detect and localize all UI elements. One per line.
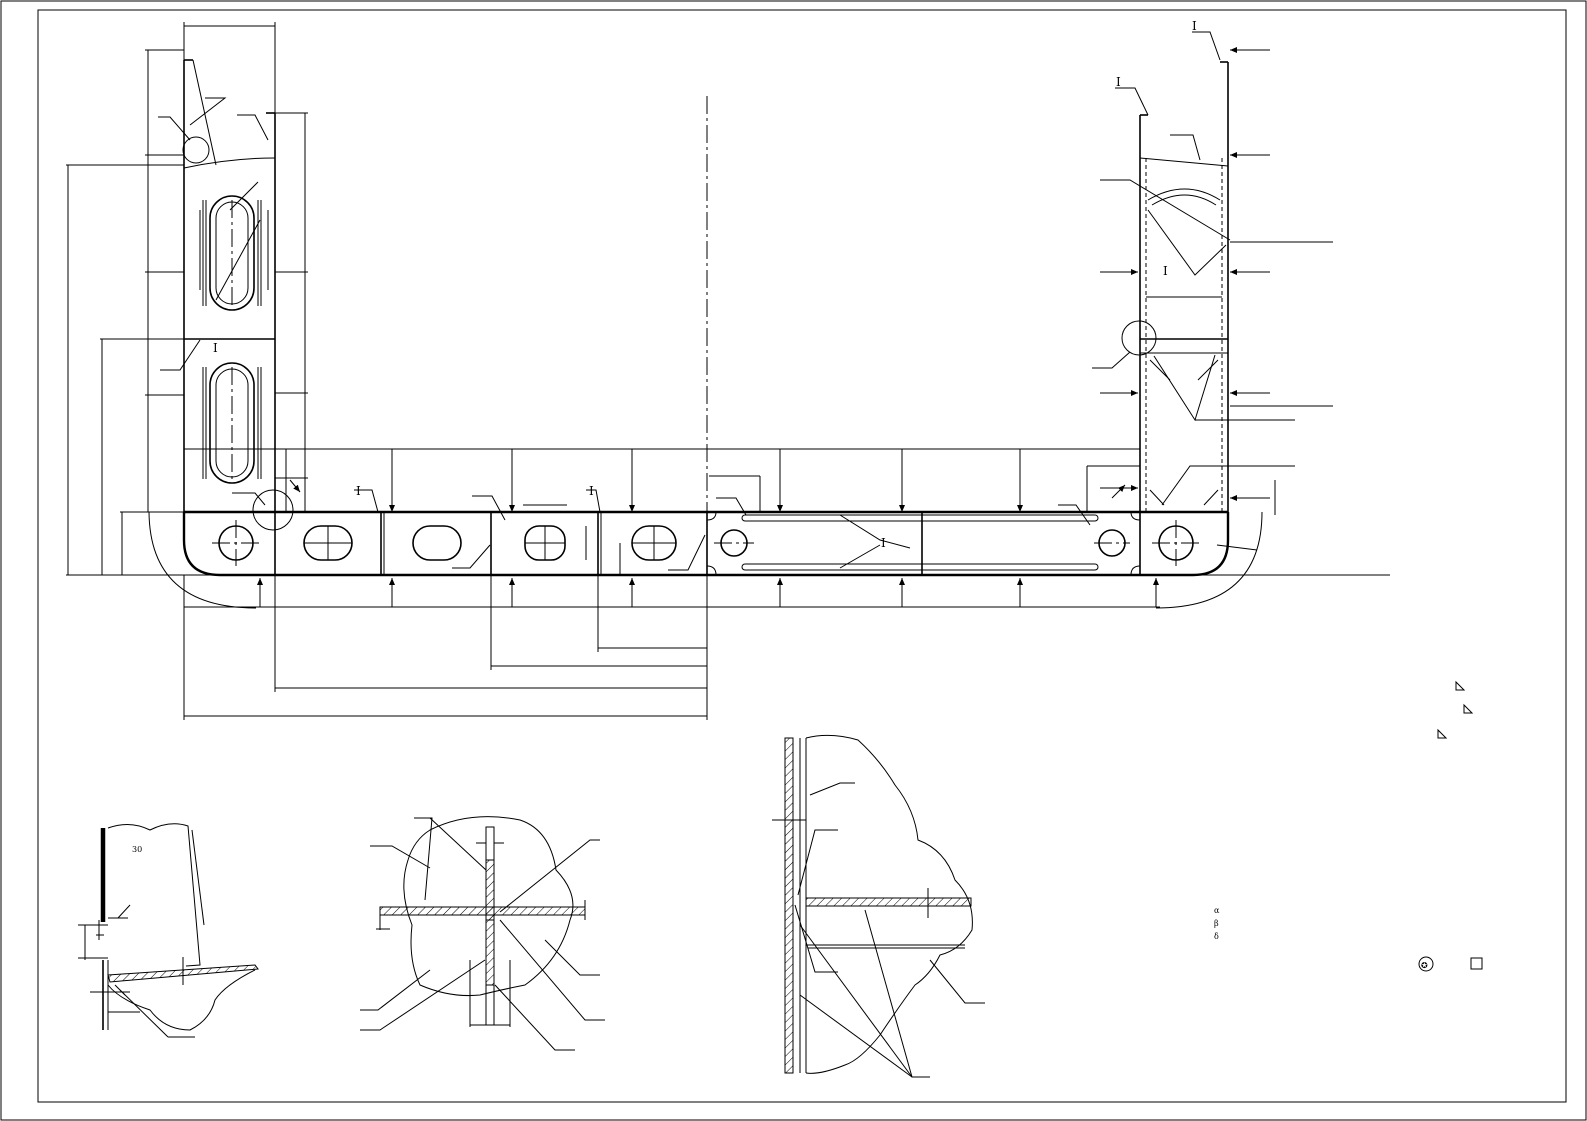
mark-floor-1: I: [356, 484, 361, 498]
detail-bracket: 30: [78, 823, 259, 1038]
mark-right-1: I: [1163, 264, 1168, 278]
mark-left-1: I: [213, 341, 218, 355]
left-leg: [182, 59, 294, 531]
notes: α β δ ✪: [1214, 906, 1483, 972]
greek-beta: β: [1214, 919, 1219, 928]
mark-floor-3: I: [881, 536, 886, 550]
greek-delta: δ: [1214, 932, 1219, 941]
floor: [148, 510, 1263, 609]
star-symbol: ✪: [1421, 961, 1428, 970]
weld-symbols: [1437, 680, 1474, 739]
star-circle-icon: [1418, 956, 1434, 972]
detail-cross: [360, 816, 605, 1051]
greek-alpha: α: [1214, 906, 1220, 915]
detail-scale: 30: [132, 845, 142, 854]
square-icon: [1470, 957, 1483, 970]
mark-right-2: I: [1116, 75, 1121, 89]
detail-section: [772, 734, 985, 1078]
mark-right-top: I: [1192, 19, 1197, 33]
main-frame: [66, 59, 1390, 609]
dimensions: [66, 22, 1333, 720]
mark-floor-2: I: [589, 484, 594, 498]
leaders: I I I I I I I: [158, 19, 1295, 571]
right-leg: [1121, 61, 1229, 512]
